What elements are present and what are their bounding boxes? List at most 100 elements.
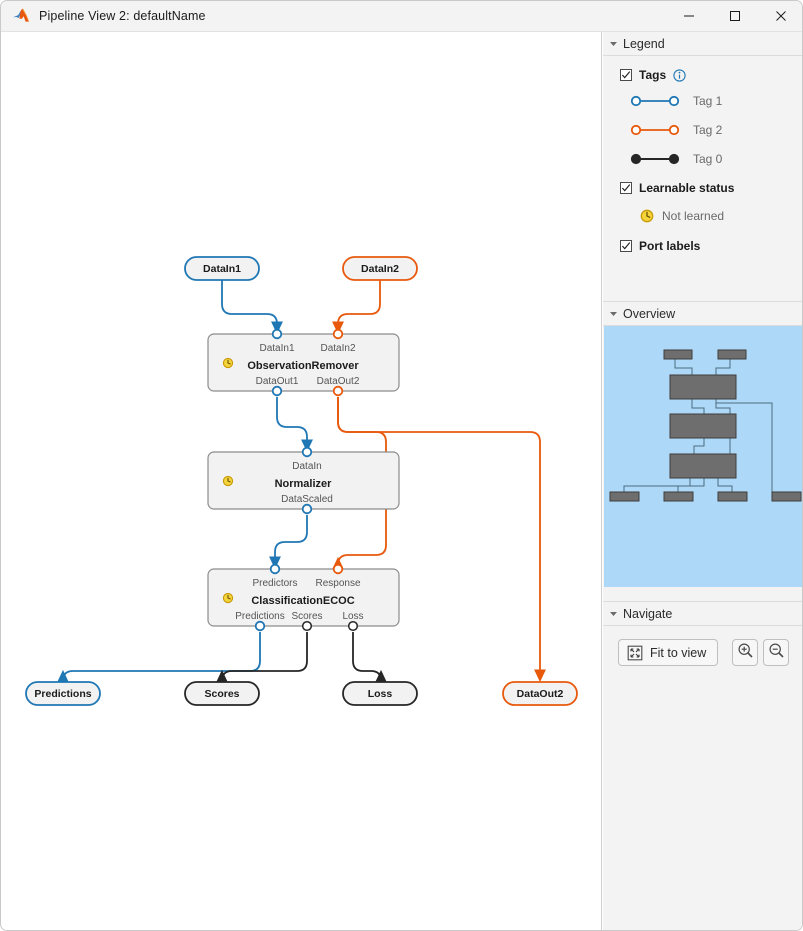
- terminal-datain1-label: DataIn1: [203, 263, 241, 275]
- chevron-down-icon[interactable]: [603, 302, 623, 326]
- legend-learnable-status-row[interactable]: Learnable status: [620, 177, 802, 199]
- legend-tag-item: Tag 2: [630, 115, 802, 144]
- overview-block: [669, 374, 737, 400]
- tag0-swatch: [630, 152, 680, 166]
- chevron-down-icon[interactable]: [603, 602, 623, 626]
- window-title: Pipeline View 2: defaultName: [39, 9, 206, 23]
- terminal-dataout2-label: DataOut2: [517, 688, 564, 700]
- minimize-button[interactable]: [666, 1, 712, 31]
- port-label-ecoc-predictions: Predictions: [235, 611, 284, 622]
- learnable-status-checkbox[interactable]: [620, 182, 632, 194]
- terminal-predictions-label: Predictions: [34, 688, 91, 700]
- edge-normalizer-ecoc[interactable]: [269, 515, 308, 570]
- overview-terminal: [717, 349, 747, 360]
- port-label-ecoc-predictors: Predictors: [252, 578, 297, 589]
- port-obsrem-datain1[interactable]: [271, 328, 283, 340]
- navigate-panel-title: Navigate: [623, 606, 673, 621]
- zoom-out-button[interactable]: [763, 639, 790, 666]
- info-icon[interactable]: [673, 68, 686, 82]
- fit-to-view-button[interactable]: Fit to view: [618, 639, 719, 666]
- zoom-in-icon: [737, 642, 754, 664]
- legend-panel-title: Legend: [623, 36, 665, 51]
- legend-panel-body: Tags: [603, 56, 802, 302]
- port-label-ecoc-response: Response: [315, 578, 360, 589]
- zoom-in-button[interactable]: [732, 639, 759, 666]
- not-learned-icon: [222, 357, 234, 369]
- maximize-button[interactable]: [712, 1, 758, 31]
- terminal-datain2[interactable]: DataIn2: [342, 256, 418, 281]
- zoom-button-group: [732, 639, 790, 666]
- port-ecoc-scores[interactable]: [301, 620, 313, 632]
- port-label-ecoc-scores: Scores: [291, 611, 322, 622]
- tag2-label: Tag 2: [693, 122, 723, 137]
- close-button[interactable]: [758, 1, 802, 31]
- port-label-obsrem-datain2: DataIn2: [320, 343, 355, 354]
- not-learned-label: Not learned: [662, 209, 725, 223]
- terminal-scores[interactable]: Scores: [184, 681, 260, 706]
- terminal-datain1[interactable]: DataIn1: [184, 256, 260, 281]
- port-ecoc-predictions[interactable]: [254, 620, 266, 632]
- clock-icon: [640, 209, 654, 223]
- terminal-loss[interactable]: Loss: [342, 681, 418, 706]
- navigate-toolbar: Fit to view: [603, 626, 802, 666]
- navigate-panel: Navigate Fit: [603, 602, 802, 930]
- port-labels-checkbox[interactable]: [620, 240, 632, 252]
- tag2-swatch: [630, 123, 680, 137]
- terminal-loss-label: Loss: [368, 688, 393, 700]
- block-observationremover-name: ObservationRemover: [247, 360, 359, 372]
- terminal-predictions[interactable]: Predictions: [25, 681, 101, 706]
- port-ecoc-loss[interactable]: [347, 620, 359, 632]
- port-obsrem-datain2[interactable]: [332, 328, 344, 340]
- block-observationremover[interactable]: ObservationRemover DataIn1 DataIn2 DataO…: [207, 328, 400, 397]
- terminal-datain2-label: DataIn2: [361, 263, 399, 275]
- legend-tags-row[interactable]: Tags: [620, 64, 802, 86]
- port-normalizer-datascaled[interactable]: [301, 503, 313, 515]
- navigate-panel-body: Fit to view: [603, 626, 802, 930]
- port-label-normalizer-datascaled: DataScaled: [281, 494, 333, 505]
- title-bar: Pipeline View 2: defaultName: [1, 1, 802, 32]
- learnable-status-label: Learnable status: [639, 181, 735, 195]
- block-classificationecoc[interactable]: ClassificationECOC Predictors Response P…: [207, 563, 400, 632]
- overview-block: [669, 453, 737, 479]
- port-ecoc-predictors[interactable]: [269, 563, 281, 575]
- not-learned-icon: [222, 592, 234, 604]
- port-obsrem-dataout1[interactable]: [271, 385, 283, 397]
- edge-datain1-obsrem[interactable]: [221, 280, 283, 335]
- overview-panel-header[interactable]: Overview: [603, 302, 802, 326]
- fit-to-view-icon: [627, 645, 643, 661]
- zoom-out-icon: [768, 642, 785, 664]
- side-panel-container: Legend Tags: [603, 32, 802, 930]
- chevron-down-icon[interactable]: [603, 32, 623, 56]
- legend-port-labels-row[interactable]: Port labels: [620, 235, 802, 257]
- edge-obsrem-dataout2[interactable]: [337, 397, 546, 683]
- tag0-label: Tag 0: [693, 151, 723, 166]
- edge-ecoc-predictions[interactable]: [57, 632, 261, 683]
- legend-panel-header[interactable]: Legend: [603, 32, 802, 56]
- port-ecoc-response[interactable]: [332, 563, 344, 575]
- legend-not-learned-item: Not learned: [640, 204, 802, 228]
- overview-block: [669, 413, 737, 439]
- tag1-label: Tag 1: [693, 93, 723, 108]
- terminal-dataout2[interactable]: DataOut2: [502, 681, 578, 706]
- block-normalizer[interactable]: Normalizer DataIn DataScaled: [207, 446, 400, 515]
- navigate-panel-header[interactable]: Navigate: [603, 602, 802, 626]
- fit-to-view-label: Fit to view: [650, 645, 707, 660]
- edge-ecoc-scores[interactable]: [216, 632, 308, 683]
- tags-checkbox[interactable]: [620, 69, 632, 81]
- port-normalizer-datain[interactable]: [301, 446, 313, 458]
- pipeline-canvas[interactable]: DataIn1 DataIn2 ObservationRemover DataI…: [2, 32, 602, 930]
- overview-panel-title: Overview: [623, 306, 676, 321]
- port-label-ecoc-loss: Loss: [342, 611, 363, 622]
- legend-tag-item: Tag 1: [630, 86, 802, 115]
- not-learned-icon: [222, 475, 234, 487]
- port-obsrem-dataout2[interactable]: [332, 385, 344, 397]
- overview-thumbnail[interactable]: [604, 326, 802, 587]
- port-label-obsrem-dataout2: DataOut2: [317, 376, 360, 387]
- overview-terminal: [771, 491, 802, 502]
- block-normalizer-name: Normalizer: [275, 478, 333, 490]
- tags-label: Tags: [639, 68, 667, 82]
- edge-ecoc-loss[interactable]: [352, 632, 387, 683]
- edge-obsrem-normalizer[interactable]: [276, 397, 313, 453]
- edge-datain2-obsrem[interactable]: [332, 280, 381, 335]
